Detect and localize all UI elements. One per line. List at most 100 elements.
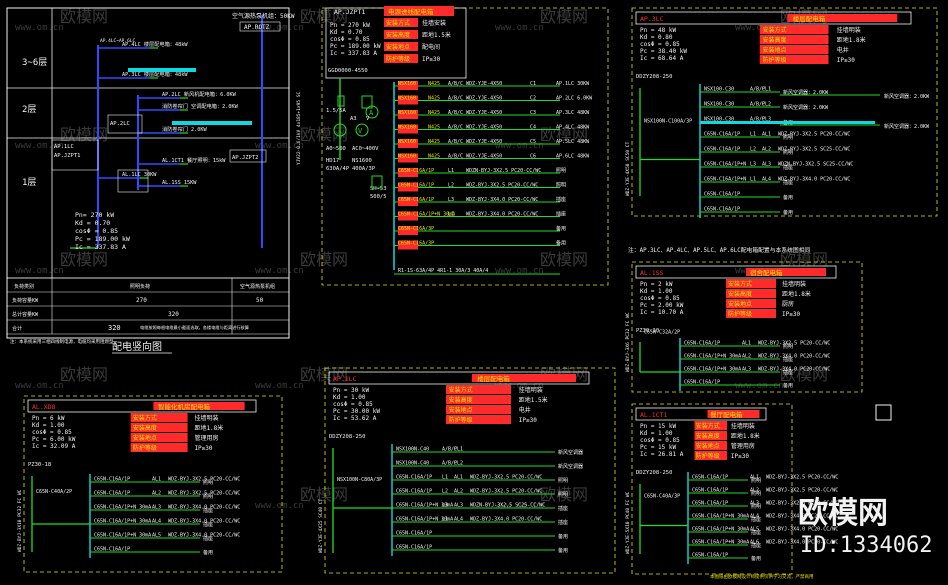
panel-prop-value: 挂墙安装 bbox=[422, 19, 446, 27]
circuit-destination: 插座 bbox=[783, 164, 793, 171]
panel-title-row bbox=[328, 371, 590, 385]
circuit-line-id: AL3 bbox=[454, 503, 463, 509]
circuit-cable: WDZ-BYJ-3X2.5 PC20-CC/WC bbox=[168, 477, 240, 483]
panel-prop-key-bg bbox=[759, 25, 829, 34]
circuit-destination: 备用 bbox=[556, 225, 566, 232]
circuit-destination: 备用 bbox=[558, 533, 568, 540]
circuit-phase: L3 bbox=[442, 503, 448, 509]
panel-prop-key: 安装方式 bbox=[449, 386, 473, 394]
circuit-rating: N425 bbox=[428, 81, 440, 87]
circuit-destination: 插座 bbox=[783, 369, 793, 376]
watermark-domain: www.om.cn bbox=[15, 141, 64, 151]
circuit-destination: AP.4LC 48KW bbox=[556, 125, 590, 131]
panel-meter-id: DDZY208-250 bbox=[329, 434, 365, 440]
circuit-id: C3 bbox=[530, 110, 536, 116]
panel-calc-line: Pc = 6.00 kW bbox=[32, 436, 76, 443]
circuit-destination: 照明 bbox=[783, 344, 793, 350]
riser-calc-line: Pn= 270 kW bbox=[75, 211, 114, 219]
panel-calc-line: Kd = 1.00 bbox=[640, 430, 673, 437]
panel-prop-value: IP≥30 bbox=[194, 445, 212, 452]
watermark-brand: 欧模网 bbox=[540, 250, 588, 269]
panel-calc-line: cosΦ = 0.85 bbox=[640, 437, 680, 444]
panel-prop-key: 防护等级 bbox=[728, 310, 752, 318]
panel-prop-key-bg bbox=[726, 299, 776, 308]
circuit-line-id: AL4 bbox=[750, 514, 759, 520]
circuit-cable: WDZ-BYJ-3X4.0 PC20-CC/WC bbox=[168, 519, 240, 525]
circuit-breaker-label: C65N-C16A/1P bbox=[398, 168, 434, 174]
circuit-breaker-label: C65N-C16A/1P+N 30mA bbox=[94, 533, 151, 539]
circuit-cable: WDZ-YJE-4X50 bbox=[466, 154, 502, 160]
panel-boundary bbox=[631, 261, 863, 393]
circuit-destination: 备用 bbox=[783, 194, 793, 201]
circuit-cable: WDZ-BYJ-3X4.0 PC20-CC/WC bbox=[470, 517, 542, 523]
breaker-highlight bbox=[398, 211, 418, 221]
circuit-breaker-label: C65N-C16A/1P bbox=[94, 491, 130, 497]
circuit-destination: 插座 bbox=[556, 196, 566, 203]
panel-prop-key: 安装方式 bbox=[728, 280, 752, 288]
watermark-brand: 欧模网 bbox=[60, 250, 108, 269]
panel-main-breaker: C65N-C32A/2P bbox=[644, 330, 680, 336]
panel-prop-value: 配电间 bbox=[422, 43, 440, 51]
watermark-domain: www.om.cn bbox=[255, 266, 304, 276]
panel-prop-key-bg bbox=[694, 421, 727, 430]
riser-branch-label: 消防卷帘门 空调配电箱：2.0KW bbox=[162, 102, 239, 110]
riser-branch-label: AL.1LC 30KW bbox=[122, 172, 157, 178]
panel-meter-id: DDZY208-250 bbox=[636, 470, 672, 476]
circuit-line-id: AL2 bbox=[762, 147, 771, 153]
panel-prop-key-bg bbox=[726, 289, 776, 298]
circuit-destination: 照明 bbox=[203, 494, 213, 500]
riser-busbar-3-6 bbox=[128, 68, 196, 72]
watermark-brand: 欧模网 bbox=[540, 7, 588, 26]
riser-branch-label: AP.2LC 新风机配电箱：6.0KW bbox=[162, 90, 237, 98]
circuit-breaker-label: C65N-C16A/1P+N 30mA bbox=[692, 527, 749, 533]
panel-prop-value: IP≥30 bbox=[782, 311, 800, 318]
circuit-phase: L2 bbox=[442, 489, 448, 495]
circuit-destination: AP.6LC 48KW bbox=[556, 154, 590, 160]
panel-calc-line: Kd = 0.70 bbox=[330, 29, 363, 36]
watermark-id: ID:1334062 bbox=[800, 533, 932, 558]
circuit-line-id: PL2 bbox=[454, 461, 463, 467]
panel-calc-line: Pn = 6 kW bbox=[32, 415, 65, 422]
circuit-cable: WDZ-BYJ-3X4.0 PC20-CC/WC bbox=[766, 514, 838, 520]
spd-unit-symbol bbox=[371, 175, 383, 189]
circuit-destination: 备用 bbox=[783, 382, 793, 389]
circuit-cable: WDZ-BYJ-3X4.0 PC20-CC/WC bbox=[168, 505, 240, 511]
circuit-cable: WDZ-BYJ-3X2.5 PC20-CC/WC bbox=[766, 501, 838, 507]
table-cell: 320 bbox=[108, 324, 121, 332]
breaker-highlight bbox=[398, 139, 418, 148]
circuit-breaker-label: C65N-C16A/1P bbox=[692, 488, 728, 494]
panel-calc-line: Kd = 1.00 bbox=[640, 288, 673, 295]
circuit-breaker-label: NSX160 bbox=[398, 154, 416, 160]
panel-box-name: AP.3LC bbox=[640, 15, 664, 23]
circuit-breaker-label: C65N-C16A/3P bbox=[398, 226, 434, 232]
riser-calc-line: Pc = 189.00 kW bbox=[75, 235, 130, 243]
panel-prop-key: 安装地点 bbox=[133, 434, 157, 442]
panel-prop-value: 挂墙明装 bbox=[782, 280, 806, 288]
panel-prop-value: 挂墙明装 bbox=[519, 386, 543, 394]
panel-prop-key: 安装高度 bbox=[696, 432, 720, 440]
circuit-phase: A/B/C bbox=[442, 461, 457, 467]
circuit-breaker-label: NSX100-C30 bbox=[704, 102, 734, 108]
top-box-frame bbox=[239, 21, 281, 32]
breaker-highlight bbox=[398, 240, 418, 250]
circuit-destination: 插座 bbox=[558, 519, 568, 526]
circuit-phase: A/B/C bbox=[750, 87, 765, 93]
circuit-destination: 新风空调器：2.0KW bbox=[783, 104, 829, 111]
panel-calc-line: cosΦ = 0.85 bbox=[640, 41, 680, 48]
circuit-line-id: AL1 bbox=[742, 341, 751, 347]
circuit-line-id: AL4 bbox=[762, 177, 771, 183]
circuit-phase: L1 bbox=[448, 168, 454, 174]
watermark-brand: 欧模网 bbox=[60, 125, 108, 144]
panel-surge-label: 400A/3P bbox=[352, 166, 376, 172]
panel-prop-value: 距地1.8米 bbox=[837, 36, 866, 44]
panel-title-row bbox=[635, 265, 837, 279]
riser-right-box-frame bbox=[229, 149, 267, 163]
circuit-breaker-label: NSX160 bbox=[398, 81, 416, 87]
cad-selection-square[interactable] bbox=[875, 404, 892, 421]
circuit-cable: WDZ-BYJ-3X2.5 PC20-CC/WC bbox=[470, 489, 542, 495]
circuit-line-id: AL1 bbox=[454, 475, 463, 481]
panel-box-name: AL.1SS bbox=[640, 269, 664, 277]
circuit-destination: 照明 bbox=[556, 183, 566, 189]
